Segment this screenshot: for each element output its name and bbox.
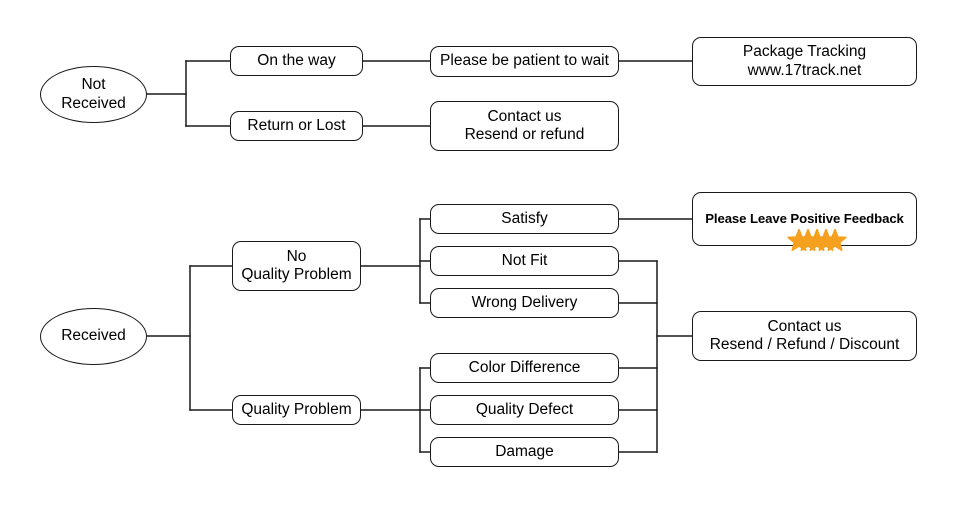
node-wrong-delivery-label: Wrong Delivery bbox=[471, 293, 578, 311]
node-please-be-patient[interactable]: Please be patient to wait bbox=[430, 46, 619, 77]
node-quality-defect[interactable]: Quality Defect bbox=[430, 395, 619, 425]
node-color-difference-label: Color Difference bbox=[468, 358, 581, 376]
node-not-fit-label: Not Fit bbox=[501, 251, 548, 269]
node-contact-resend-refund-discount[interactable]: Contact us Resend / Refund / Discount bbox=[692, 311, 917, 361]
node-please-be-patient-label: Please be patient to wait bbox=[440, 52, 609, 70]
node-positive-feedback-label: Please Leave Positive Feedback bbox=[705, 210, 904, 226]
node-damage[interactable]: Damage bbox=[430, 437, 619, 467]
node-not-received[interactable]: Not Received bbox=[40, 66, 147, 123]
node-quality-problem[interactable]: Quality Problem bbox=[232, 395, 361, 425]
node-on-the-way[interactable]: On the way bbox=[230, 46, 363, 76]
node-received-label: Received bbox=[61, 327, 126, 345]
node-on-the-way-label: On the way bbox=[257, 51, 336, 69]
node-satisfy[interactable]: Satisfy bbox=[430, 204, 619, 234]
node-color-difference[interactable]: Color Difference bbox=[430, 353, 619, 383]
node-package-tracking[interactable]: Package Tracking www.17track.net bbox=[692, 37, 917, 86]
node-contact-resend-refund-label: Contact us Resend or refund bbox=[464, 107, 585, 143]
node-return-or-lost[interactable]: Return or Lost bbox=[230, 111, 363, 141]
node-quality-defect-label: Quality Defect bbox=[475, 400, 574, 418]
node-package-tracking-label: Package Tracking www.17track.net bbox=[742, 43, 867, 79]
node-no-quality-problem-label: No Quality Problem bbox=[241, 247, 352, 283]
node-not-received-label: Not Received bbox=[61, 76, 126, 112]
node-received[interactable]: Received bbox=[40, 308, 147, 365]
node-satisfy-label: Satisfy bbox=[501, 209, 548, 227]
node-quality-problem-label: Quality Problem bbox=[241, 400, 352, 418]
node-positive-feedback[interactable]: Please Leave Positive Feedback bbox=[692, 192, 917, 252]
node-wrong-delivery[interactable]: Wrong Delivery bbox=[430, 288, 619, 318]
node-not-fit[interactable]: Not Fit bbox=[430, 246, 619, 276]
node-contact-resend-refund[interactable]: Contact us Resend or refund bbox=[430, 101, 619, 151]
node-contact-resend-refund-discount-label: Contact us Resend / Refund / Discount bbox=[709, 317, 900, 353]
node-damage-label: Damage bbox=[495, 442, 554, 460]
node-no-quality-problem[interactable]: No Quality Problem bbox=[232, 241, 361, 291]
node-return-or-lost-label: Return or Lost bbox=[247, 116, 346, 134]
